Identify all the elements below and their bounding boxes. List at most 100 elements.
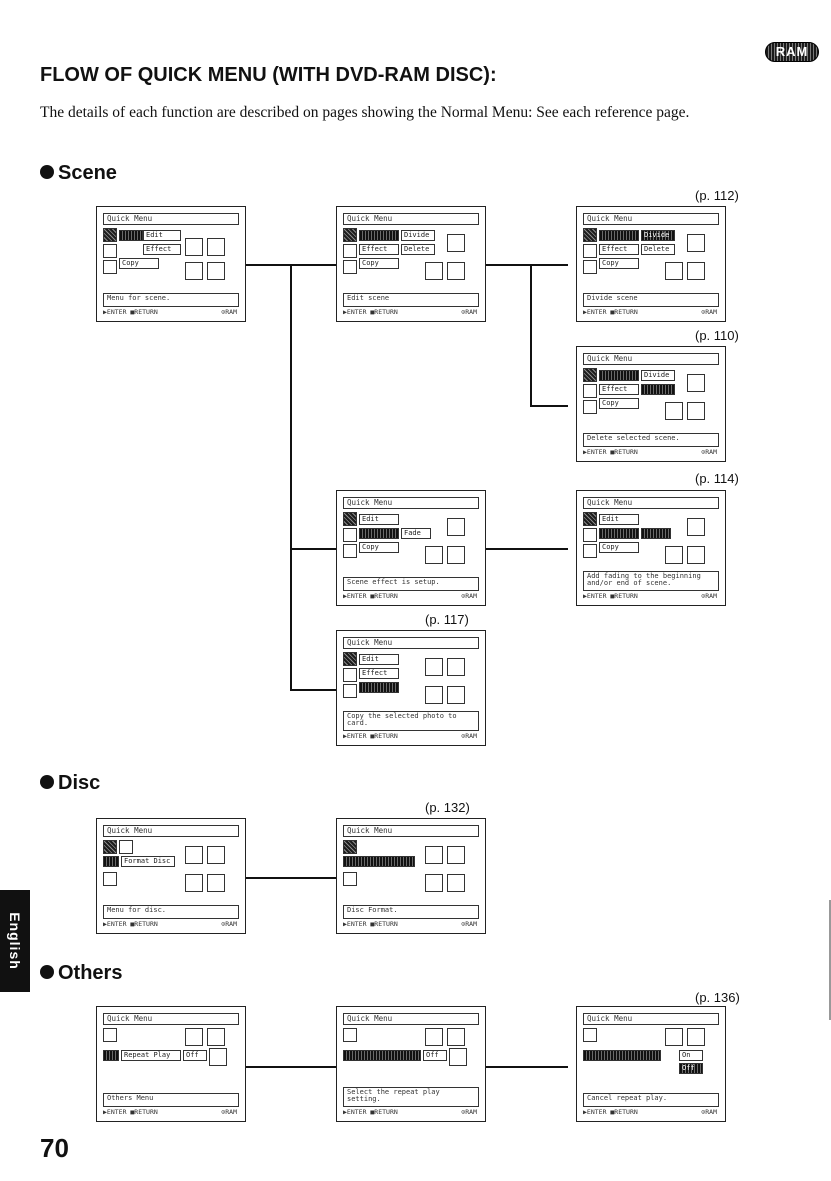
screen-footer: ▶ENTER ■RETURN⊙RAM — [583, 1108, 717, 1116]
connector-line — [530, 264, 532, 406]
screen-description: Select the repeat play setting. — [343, 1087, 479, 1107]
connector-line — [290, 548, 338, 550]
bullet-icon — [40, 165, 54, 179]
disc-icon — [343, 512, 357, 526]
disc-icon — [343, 840, 357, 854]
screen-header: Quick Menu — [583, 353, 719, 365]
connector-line — [486, 548, 568, 550]
bird-icon — [447, 658, 465, 676]
effect-icon — [343, 244, 357, 258]
page-title: FLOW OF QUICK MENU (WITH DVD-RAM DISC): — [40, 64, 497, 86]
option-highlight — [599, 370, 639, 381]
menu-screen-edit: Quick Menu Divide Effect Delete Copy Edi… — [336, 206, 486, 322]
person-icon — [665, 546, 683, 564]
copy-icon — [343, 544, 357, 558]
person-icon — [665, 262, 683, 280]
screen-footer: ▶ENTER ■RETURN⊙RAM — [343, 308, 477, 316]
screen-description: Copy the selected photo to card. — [343, 711, 479, 731]
icon-grid — [343, 840, 479, 904]
disc-icon — [103, 840, 117, 854]
copy-icon — [583, 400, 597, 414]
option-item: Copy — [599, 258, 639, 269]
option-highlight — [103, 856, 119, 867]
option-item: Delete — [641, 244, 675, 255]
person-icon — [687, 402, 705, 420]
option-item: Copy — [599, 398, 639, 409]
person-icon — [447, 686, 465, 704]
bird-icon — [687, 374, 705, 392]
bird-icon — [687, 1028, 705, 1046]
effect-icon — [103, 244, 117, 258]
page-ref: (p. 112) — [695, 188, 739, 203]
person-icon — [425, 262, 443, 280]
option-highlight — [103, 1050, 119, 1061]
disc-icon — [583, 512, 597, 526]
option-highlight — [583, 1050, 661, 1061]
menu-screen-fade: Quick Menu Edit Copy Add fading to the b… — [576, 490, 726, 606]
bird-icon — [207, 238, 225, 256]
person-icon — [447, 874, 465, 892]
disc-icon — [103, 228, 117, 242]
option-highlight — [359, 528, 399, 539]
option-item: Edit — [599, 514, 639, 525]
screen-description: Menu for scene. — [103, 293, 239, 307]
menu-screen-disc: Quick Menu Format Disc Menu for disc. ▶E… — [96, 818, 246, 934]
option-highlight — [599, 528, 639, 539]
bullet-icon — [40, 775, 54, 789]
bird-icon — [447, 1028, 465, 1046]
person-icon — [185, 874, 203, 892]
option-item: Divide — [641, 230, 675, 241]
bird-icon — [447, 518, 465, 536]
option-highlight — [599, 230, 639, 241]
effect-icon — [343, 668, 357, 682]
bird-icon — [425, 846, 443, 864]
option-highlight — [641, 528, 671, 539]
screen-header: Quick Menu — [583, 213, 719, 225]
option-item: Divide — [401, 230, 435, 241]
option-item: Off — [423, 1050, 447, 1061]
screen-footer: ▶ENTER ■RETURN⊙RAM — [343, 732, 477, 740]
copy-icon — [583, 544, 597, 558]
option-item: Delete — [401, 244, 435, 255]
bird-icon — [185, 238, 203, 256]
icon-grid: Divide Effect Copy — [583, 368, 719, 432]
option-highlight — [119, 230, 143, 241]
screen-footer: ▶ENTER ■RETURN⊙RAM — [583, 448, 717, 456]
screen-description: Add fading to the beginning and/or end o… — [583, 571, 719, 591]
screen-description: Edit scene — [343, 293, 479, 307]
option-highlight — [343, 856, 415, 867]
menu-screen-delete: Quick Menu Divide Effect Copy Delete sel… — [576, 346, 726, 462]
screen-description: Menu for disc. — [103, 905, 239, 919]
person-icon — [425, 874, 443, 892]
copy-icon — [103, 872, 117, 886]
option-highlight — [343, 1050, 421, 1061]
bird-icon — [687, 518, 705, 536]
icon-grid: Divide Effect Delete Copy — [583, 228, 719, 292]
page-number: 70 — [40, 1133, 69, 1163]
person-icon — [449, 1048, 467, 1066]
icon-grid: Divide Effect Delete Copy — [343, 228, 479, 292]
format-icon — [119, 840, 133, 854]
option-item: Edit — [143, 230, 181, 241]
screen-description: Cancel repeat play. — [583, 1093, 719, 1107]
effect-icon — [583, 528, 597, 542]
page-ref: (p. 132) — [425, 800, 470, 815]
screen-footer: ▶ENTER ■RETURN⊙RAM — [583, 592, 717, 600]
option-item: Off — [679, 1063, 703, 1074]
ram-badge: RAM — [765, 42, 819, 62]
menu-screen-effect: Quick Menu Edit Fade Copy Scene effect i… — [336, 490, 486, 606]
copy-icon — [583, 260, 597, 274]
person-icon — [687, 262, 705, 280]
screen-footer: ▶ENTER ■RETURN⊙RAM — [103, 308, 237, 316]
page-edge — [829, 900, 831, 1020]
effect-icon — [583, 384, 597, 398]
screen-header: Quick Menu — [103, 825, 239, 837]
bird-icon — [425, 658, 443, 676]
screen-header: Quick Menu — [583, 497, 719, 509]
section-others: Others — [40, 962, 122, 985]
screen-footer: ▶ENTER ■RETURN⊙RAM — [103, 920, 237, 928]
option-item: On — [679, 1050, 703, 1061]
bird-icon — [185, 1028, 203, 1046]
page-ref: (p. 117) — [425, 612, 469, 627]
connector-line — [246, 264, 338, 266]
